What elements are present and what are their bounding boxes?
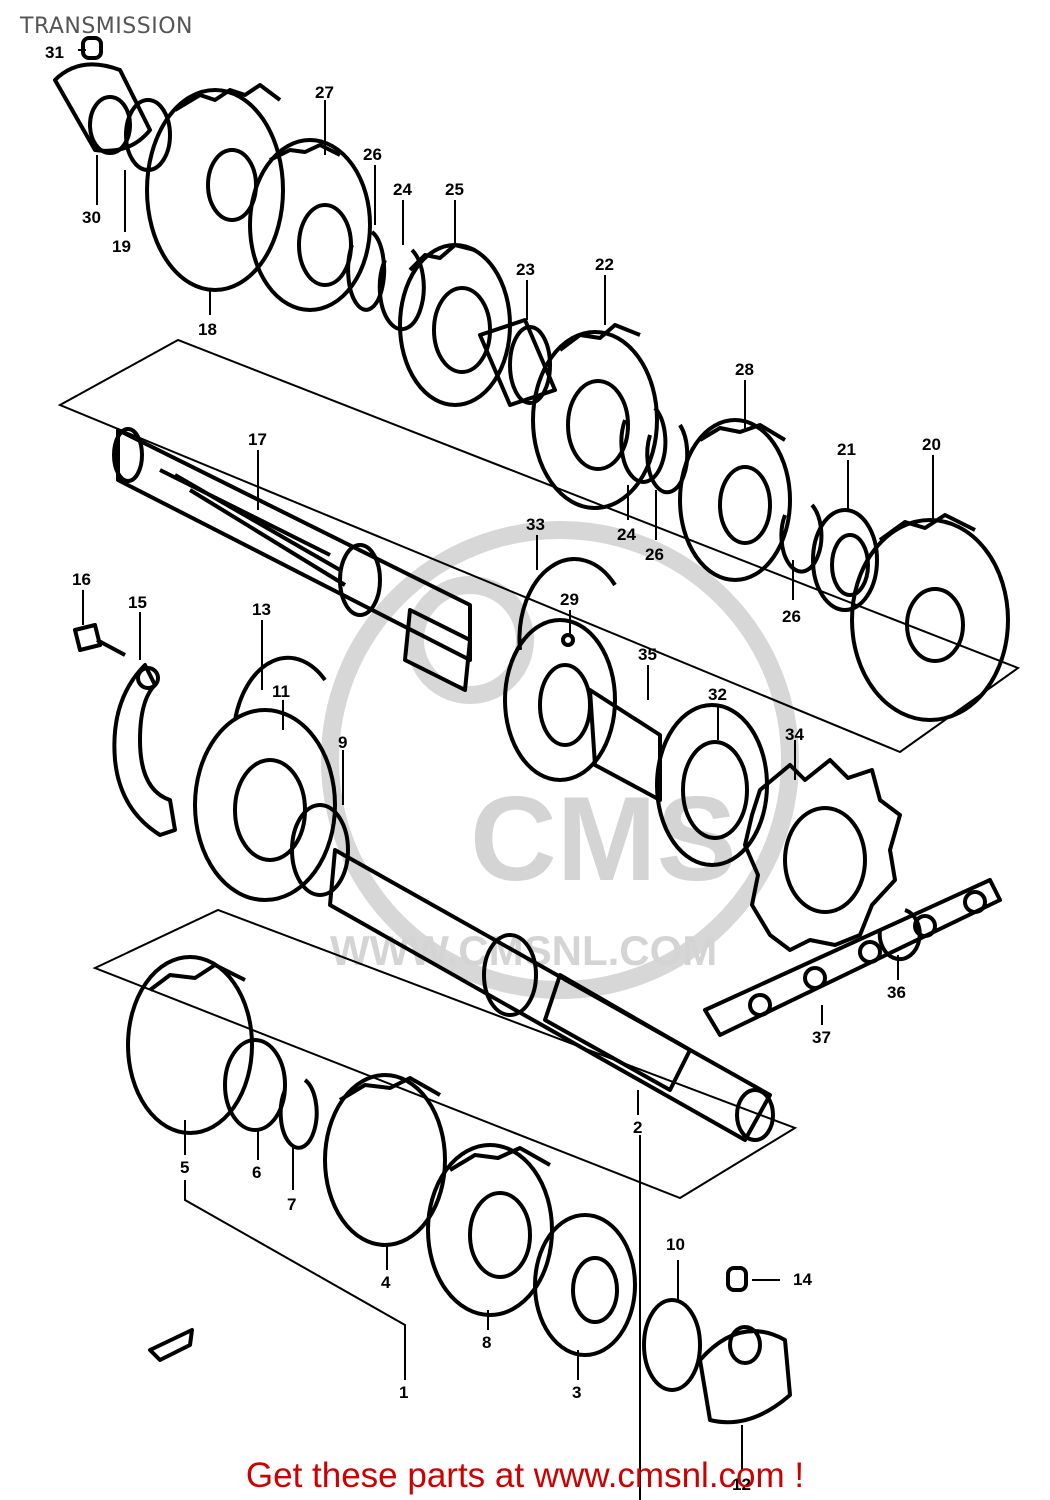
part-33-circlip bbox=[517, 557, 617, 651]
part-34-sprocket bbox=[743, 758, 902, 952]
part-31-pin bbox=[81, 36, 103, 60]
label-26: 26 bbox=[363, 145, 382, 164]
part-labels: 31 30 19 18 27 26 24 25 23 22 24 26 28 2… bbox=[45, 43, 941, 1494]
driveshaft-plane bbox=[92, 908, 798, 1200]
leader-lines bbox=[78, 49, 934, 1500]
page-title: TRANSMISSION bbox=[20, 14, 193, 39]
label-23: 23 bbox=[516, 260, 535, 279]
label-16: 16 bbox=[72, 570, 91, 589]
label-24: 24 bbox=[393, 180, 412, 199]
part-26-circlip-a bbox=[346, 230, 387, 312]
part-20-gear bbox=[850, 513, 1010, 722]
part-29-pin bbox=[561, 633, 575, 647]
label-3: 3 bbox=[572, 1383, 581, 1402]
part-13-circlip bbox=[233, 655, 327, 721]
label-30: 30 bbox=[82, 208, 101, 227]
label-22: 22 bbox=[595, 255, 614, 274]
label-33: 33 bbox=[526, 515, 545, 534]
label-11: 11 bbox=[272, 682, 290, 701]
label-24b: 24 bbox=[617, 525, 636, 544]
part-15-bearing-retainer bbox=[112, 663, 177, 837]
part-26-circlip-b bbox=[645, 423, 690, 495]
label-27: 27 bbox=[315, 83, 334, 102]
part-5-gear bbox=[126, 955, 254, 1135]
watermark: CMS WWW.CMSNL.COM bbox=[321, 521, 799, 999]
part-21-washer bbox=[811, 508, 879, 612]
part-6-washer bbox=[223, 1038, 287, 1132]
part-22-gear bbox=[531, 323, 659, 510]
part-35-bearing bbox=[503, 618, 662, 802]
label-17: 17 bbox=[248, 430, 267, 449]
watermark-brand: CMS bbox=[470, 772, 737, 906]
part-2-driveshaft bbox=[328, 848, 775, 1142]
label-19: 19 bbox=[112, 237, 131, 256]
label-20: 20 bbox=[922, 435, 941, 454]
label-10: 10 bbox=[666, 1235, 685, 1254]
part-10-oil-seal bbox=[642, 1298, 702, 1392]
label-32: 32 bbox=[708, 685, 727, 704]
part-7-circlip bbox=[278, 1078, 319, 1150]
part-27-gear bbox=[248, 138, 372, 312]
label-28: 28 bbox=[735, 360, 754, 379]
footer-link[interactable]: Get these parts at www.cmsnl.com ! bbox=[245, 1456, 805, 1495]
watermark-url: WWW.CMSNL.COM bbox=[330, 927, 717, 974]
part-16-bolt bbox=[73, 623, 126, 657]
label-35: 35 bbox=[638, 645, 657, 664]
label-21: 21 bbox=[837, 440, 856, 459]
front-arrow-icon bbox=[148, 1328, 194, 1362]
label-18: 18 bbox=[198, 320, 217, 339]
label-1: 1 bbox=[399, 1383, 408, 1402]
label-2: 2 bbox=[633, 1118, 642, 1137]
part-24-circlip-a bbox=[377, 248, 426, 332]
label-26c: 26 bbox=[782, 607, 801, 626]
label-8: 8 bbox=[482, 1333, 491, 1352]
countershaft-plane bbox=[57, 338, 1021, 754]
part-30-bearing bbox=[53, 62, 152, 155]
part-36-circlip bbox=[877, 908, 922, 962]
part-9-circlip bbox=[290, 803, 350, 897]
label-29: 29 bbox=[560, 590, 579, 609]
label-37: 37 bbox=[812, 1028, 831, 1047]
part-18-gear bbox=[145, 83, 285, 292]
part-4-gear bbox=[323, 1073, 447, 1247]
part-37-chain bbox=[703, 878, 1002, 1037]
part-3-gear bbox=[533, 1213, 637, 1357]
label-5: 5 bbox=[180, 1158, 189, 1177]
label-9: 9 bbox=[338, 733, 347, 752]
part-14-pin bbox=[726, 1266, 748, 1292]
label-13: 13 bbox=[252, 600, 271, 619]
label-7: 7 bbox=[287, 1195, 296, 1214]
label-36: 36 bbox=[887, 983, 906, 1002]
part-25-gear bbox=[398, 243, 512, 407]
label-15: 15 bbox=[128, 593, 147, 612]
part-28-gear bbox=[678, 418, 792, 582]
label-31: 31 bbox=[45, 43, 64, 62]
label-4: 4 bbox=[381, 1273, 391, 1292]
label-12: 12 bbox=[732, 1475, 751, 1494]
label-25: 25 bbox=[445, 180, 464, 199]
part-24-circlip-b bbox=[619, 406, 668, 484]
label-14: 14 bbox=[793, 1270, 812, 1289]
label-6: 6 bbox=[252, 1163, 261, 1182]
part-23-bushing bbox=[478, 318, 557, 407]
part-12-bearing bbox=[698, 1325, 792, 1425]
label-34: 34 bbox=[785, 725, 804, 744]
part-17-countershaft bbox=[112, 427, 472, 692]
label-26b: 26 bbox=[645, 545, 664, 564]
